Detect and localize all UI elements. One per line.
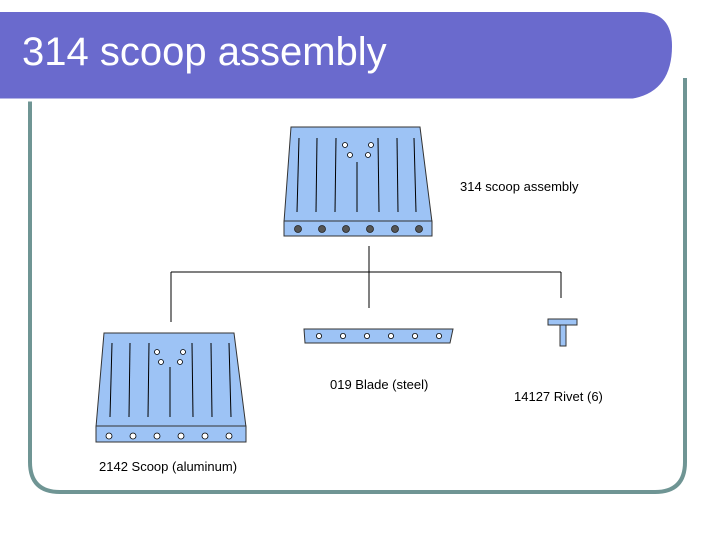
- slide-frame: [28, 78, 687, 494]
- rivet-shape: [547, 318, 578, 347]
- blade-shape: [303, 328, 454, 344]
- scoop-label: 2142 Scoop (aluminum): [99, 459, 238, 474]
- rivet-label: 14127 Rivet (6): [514, 389, 603, 404]
- assembly-scoop-shape: [283, 126, 433, 237]
- component-scoop-shape: [95, 332, 247, 443]
- slide-title: 314 scoop assembly: [22, 30, 387, 74]
- title-bar: [0, 12, 672, 100]
- assembly-label: 314 scoop assembly: [460, 179, 579, 194]
- tree-connectors: [170, 246, 562, 322]
- blade-label: 019 Blade (steel): [330, 377, 429, 392]
